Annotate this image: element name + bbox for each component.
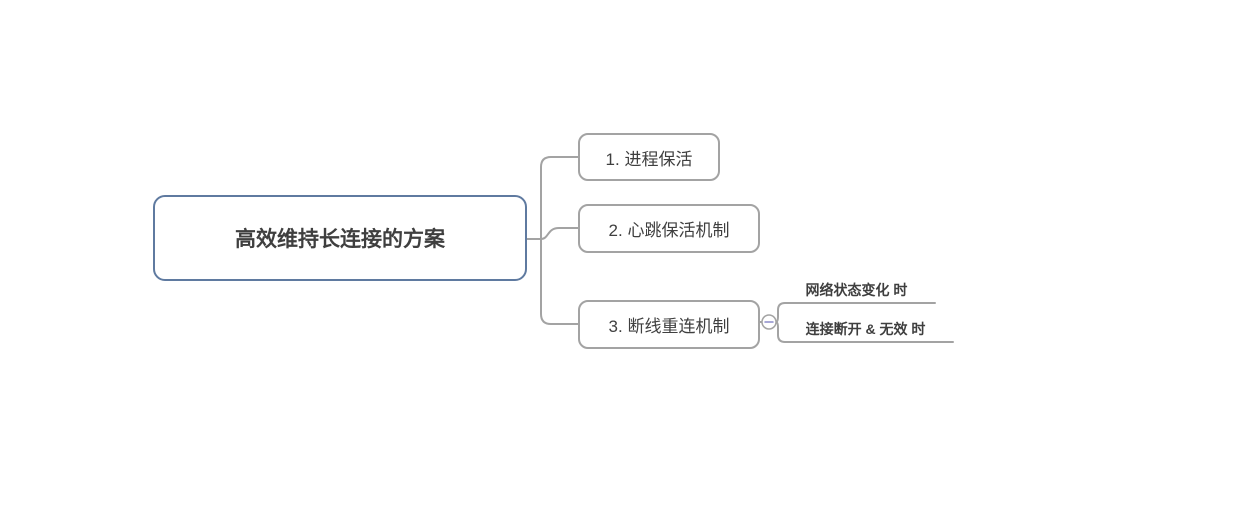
connector-child3 [540, 238, 579, 325]
collapse-toggle-button[interactable] [761, 314, 777, 330]
leaf-topic-network-change[interactable]: 网络状态变化 时 [805, 282, 908, 298]
root-topic[interactable]: 高效维持长连接的方案 [153, 195, 527, 281]
branch-topic-1[interactable]: 1. 进程保活 [578, 133, 720, 181]
connector-child2 [540, 227, 579, 240]
branch-topic-2[interactable]: 2. 心跳保活机制 [578, 204, 760, 253]
connector-child1 [540, 156, 579, 240]
branch-topic-3[interactable]: 3. 断线重连机制 [578, 300, 760, 349]
leaf-topic-connection-lost[interactable]: 连接断开 & 无效 时 [805, 321, 926, 337]
connector-leaf2-underline [775, 321, 954, 343]
